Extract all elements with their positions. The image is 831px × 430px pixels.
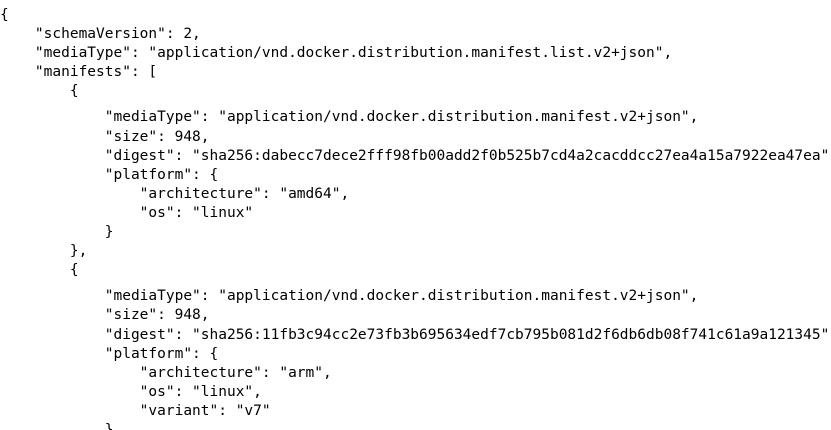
code-line-blank [0, 280, 831, 287]
code-line: "platform": { [0, 166, 219, 183]
code-line: "digest": "sha256:11fb3c94cc2e73fb3b6956… [0, 326, 831, 343]
code-line: "mediaType": "application/vnd.docker.dis… [0, 109, 699, 126]
code-line: "platform": { [0, 345, 219, 362]
code-line: { [0, 83, 79, 100]
code-line: "schemaVersion": 2, [0, 26, 201, 43]
code-line: "architecture": "amd64", [0, 185, 350, 202]
code-line-blank [0, 101, 831, 108]
code-line: }, [0, 243, 88, 260]
code-line: "architecture": "arm", [0, 364, 332, 381]
code-line: { [0, 7, 9, 23]
code-line: "os": "linux" [0, 204, 254, 221]
code-line: } [0, 421, 114, 430]
code-line: "digest": "sha256:dabecc7dece2fff98fb00a… [0, 147, 831, 164]
code-line: "manifests": [ [0, 64, 158, 81]
code-line: "size": 948, [0, 128, 210, 145]
code-line: "os": "linux", [0, 383, 262, 400]
code-line: "mediaType": "application/vnd.docker.dis… [0, 45, 673, 62]
code-line: "size": 948, [0, 307, 210, 324]
code-line: { [0, 262, 79, 279]
code-line: "variant": "v7" [0, 402, 271, 419]
json-code-block: { "schemaVersion": 2, "mediaType": "appl… [0, 6, 831, 430]
code-line: "mediaType": "application/vnd.docker.dis… [0, 288, 699, 305]
code-line: } [0, 224, 114, 241]
